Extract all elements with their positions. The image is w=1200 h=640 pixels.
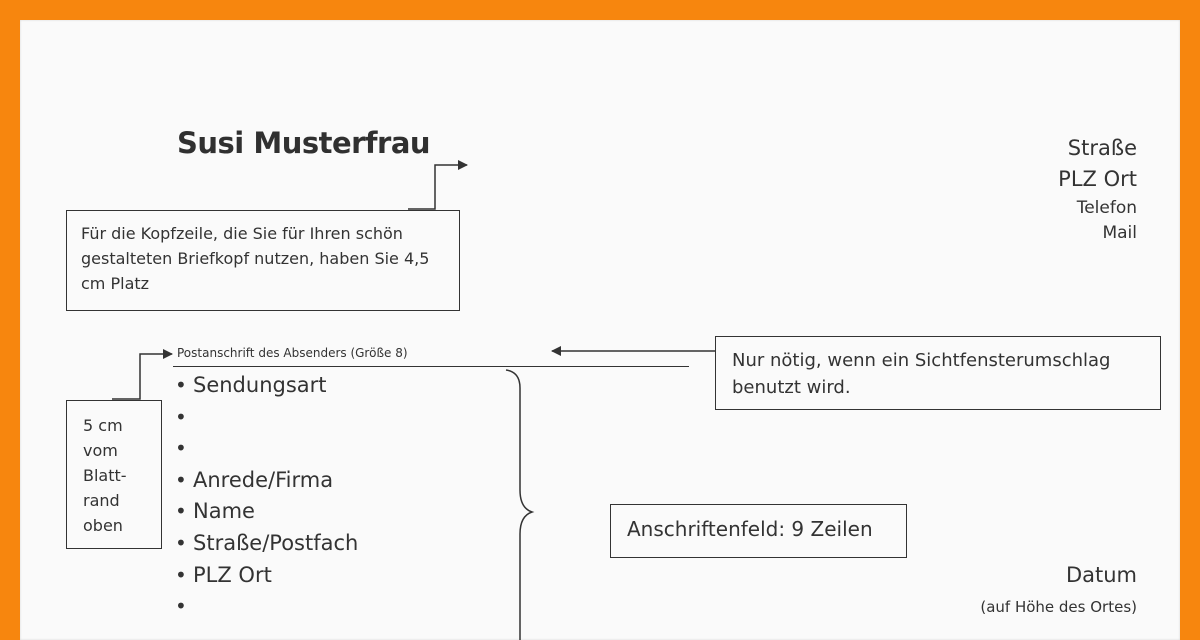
sender-rule (173, 366, 689, 367)
contact-telefon: Telefon (1076, 198, 1137, 218)
bullet: • (175, 562, 187, 587)
contact-plz-ort: PLZ Ort (1058, 167, 1137, 191)
address-line: •Sendungsart (175, 370, 358, 402)
annotation-arrows (112, 160, 715, 640)
contact-street: Straße (1067, 136, 1137, 160)
top-margin-line: 5 cm (83, 416, 123, 435)
bullet: • (175, 404, 187, 429)
top-margin-note: 5 cm vom Blatt- rand oben (66, 400, 162, 549)
bullet: • (175, 467, 187, 492)
bullet: • (175, 373, 187, 397)
date-hint: (auf Höhe des Ortes) (980, 598, 1137, 616)
bullet: • (175, 594, 187, 619)
address-line: • (175, 591, 358, 623)
sender-name: Susi Musterfrau (177, 126, 431, 160)
top-margin-line: Blatt- (83, 466, 127, 485)
address-line: •Anrede/Firma (175, 465, 358, 497)
address-line: •Name (175, 496, 358, 528)
address-line: •Straße/Postfach (175, 528, 358, 560)
address-line: • (175, 433, 358, 465)
bullet: • (175, 499, 187, 524)
header-note-arrow (408, 160, 468, 210)
sender-return-line: Postanschrift des Absenders (Größe 8) (177, 346, 408, 360)
address-lines: •Sendungsart • • •Anrede/Firma •Name •St… (175, 370, 358, 623)
header-space-note: Für die Kopfzeile, die Sie für Ihren sch… (66, 210, 460, 311)
address-line: • (175, 402, 358, 434)
contact-mail: Mail (1102, 223, 1137, 243)
top-margin-line: vom (83, 441, 118, 460)
window-envelope-note: Nur nötig, wenn ein Sichtfensterumschlag… (715, 336, 1161, 410)
address-field-note: Anschriftenfeld: 9 Zeilen (610, 504, 907, 558)
address-line: •PLZ Ort (175, 560, 358, 592)
top-margin-line: rand (83, 491, 120, 510)
letter-sheet: Susi Musterfrau Straße PLZ Ort Telefon M… (20, 20, 1180, 640)
bullet: • (175, 436, 187, 461)
date-label: Datum (1065, 563, 1137, 587)
address-brace (505, 369, 535, 640)
margin-note-arrow (112, 349, 173, 400)
bullet: • (175, 530, 187, 555)
top-margin-line: oben (83, 516, 123, 535)
